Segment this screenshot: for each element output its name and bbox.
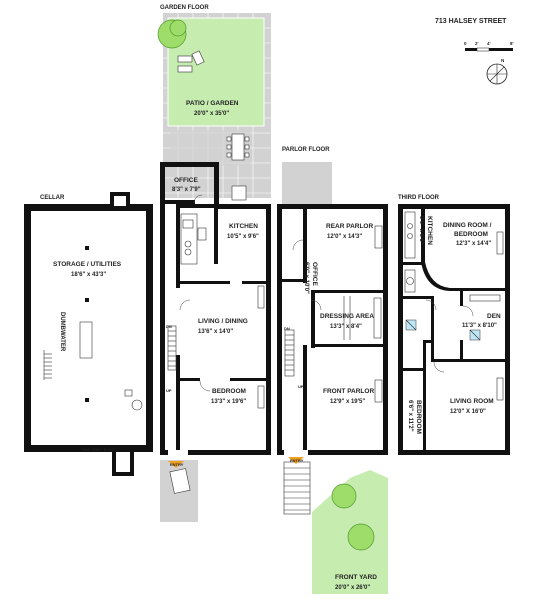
garden-floor-title: GARDEN FLOOR (160, 5, 209, 11)
third-floor-plan: KITCHEN 9'0" x 6'6" DINING ROOM / BEDROO… (398, 204, 510, 455)
garden-kitchen-size: 10'5" x 9'6" (227, 234, 259, 240)
dining-bedroom-size: 12'3" x 14'4" (456, 241, 491, 247)
patio-name: PATIO / GARDEN (186, 100, 239, 107)
living-room-size: 12'0" X 16'0" (450, 409, 486, 415)
scale-tick-4: 4' (487, 41, 491, 46)
front-parlor-size: 12'9" x 19'5" (330, 399, 365, 405)
parlor-entry-label: ENTRY (290, 458, 304, 463)
garden-office-name: OFFICE (174, 177, 198, 184)
third-kitchen-size: 9'0" x 6'6" (418, 216, 424, 245)
parlor-office-name: OFFICE (311, 262, 318, 286)
garden-up-label: UP (166, 388, 172, 393)
front-parlor-name: FRONT PARLOR (323, 388, 374, 395)
garden-dn-label: DN (166, 324, 172, 329)
storage-name: STORAGE / UTILITIES (53, 261, 122, 268)
living-dining-size: 13'6" x 14'0" (198, 329, 233, 335)
cellar-title: CELLAR (40, 195, 65, 201)
dressing-area-name: DRESSING AREA (320, 313, 374, 320)
front-yard-size: 20'0" x 26'0" (335, 585, 370, 591)
storage-size: 18'6" x 43'3" (71, 272, 106, 278)
garden-bedroom-name: BEDROOM (212, 388, 246, 395)
garden-bedroom-size: 13'3" x 19'6" (211, 399, 246, 405)
address-title: 713 HALSEY STREET (435, 18, 507, 25)
garden-office-size: 8'3" x 7'9" (172, 187, 201, 193)
garden-kitchen-name: KITCHEN (229, 223, 258, 230)
garden-entry-label: ENTRY (170, 462, 184, 467)
dining-bedroom-name-1: DINING ROOM / (443, 222, 492, 229)
front-yard-name: FRONT YARD (335, 574, 377, 581)
scale-tick-0: 0 (464, 41, 467, 46)
parlor-up-label: UP (298, 384, 304, 389)
compass-north: N (501, 58, 504, 63)
den-name: DEN (487, 313, 501, 320)
living-room-name: LIVING ROOM (450, 398, 494, 405)
third-bedroom-name: BEDROOM (415, 400, 422, 434)
living-dining-name: LIVING / DINING (198, 318, 248, 325)
parlor-office-size: 6'0" x 10'0" (303, 262, 309, 294)
parlor-dn-label: DN (284, 326, 290, 331)
garden-floor-plan: ENTRY OFFICE 8'3" x 7'9" KITCHEN 10'5" x… (160, 162, 271, 522)
third-kitchen-name: KITCHEN (426, 216, 433, 245)
dumbwater-label: DUMBWATER (59, 312, 65, 352)
scale-tick-2: 2' (475, 41, 479, 46)
gas-label: GAS (92, 447, 101, 452)
rear-parlor-name: REAR PARLOR (326, 223, 373, 230)
den-size: 11'3" x 8'10" (462, 323, 497, 329)
parlor-floor-title: PARLOR FLOOR (282, 147, 330, 153)
third-bedroom-size: 6'6" x 11'2" (407, 400, 413, 432)
patio-garden: PATIO / GARDEN 20'0" x 35'0" (157, 13, 271, 198)
elec-label: ELEC (104, 447, 115, 452)
h2o-label: H2O (82, 447, 90, 452)
dressing-area-size: 13'3" x 8'4" (330, 324, 362, 330)
scale-tick-8: 8' (510, 41, 514, 46)
rear-parlor-size: 12'0" x 14'3" (327, 234, 362, 240)
patio-size: 20'0" x 35'0" (194, 111, 229, 117)
third-floor-title: THIRD FLOOR (398, 195, 440, 201)
compass-icon: N (486, 58, 508, 85)
scale-bar: 0 2' 4' 8' (464, 41, 514, 52)
cellar-plan: STORAGE / UTILITIES 18'6" x 43'3" DUMBWA… (24, 192, 153, 476)
dining-bedroom-name-2: BEDROOM (454, 231, 488, 238)
parlor-floor-plan: ENTRY OFFICE 6'0" x 10'0" REAR PARLOR 12… (277, 162, 388, 594)
